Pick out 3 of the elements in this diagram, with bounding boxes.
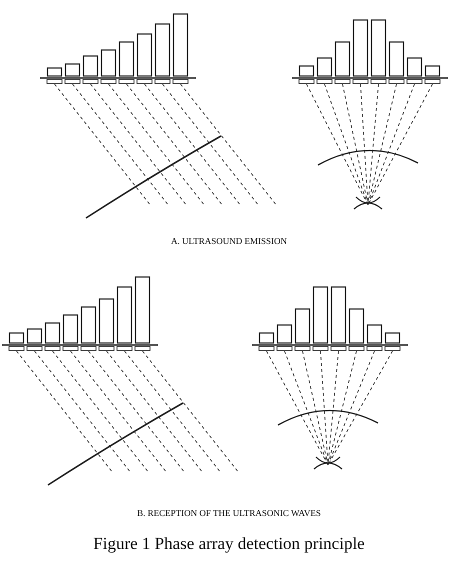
section-label: A. ULTRASOUND EMISSION xyxy=(171,236,287,246)
section-label: B. RECEPTION OF THE ULTRASONIC WAVES xyxy=(137,508,321,518)
figure-caption: Figure 1 Phase array detection principle xyxy=(93,534,365,554)
